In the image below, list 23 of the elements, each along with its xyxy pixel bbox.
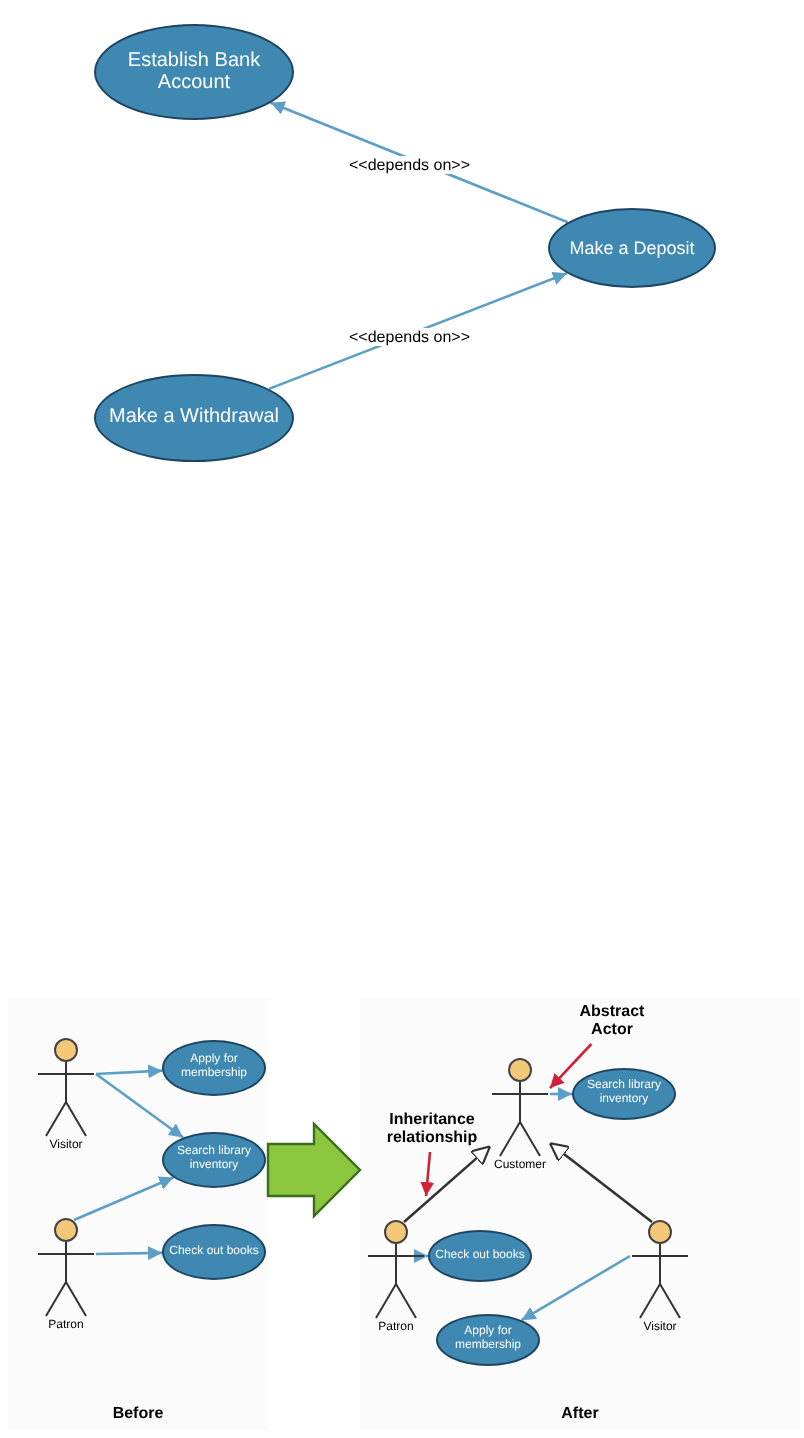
arrow xyxy=(95,1064,163,1079)
arrow xyxy=(95,1072,184,1139)
callout-text: Abstract Actor xyxy=(562,1000,662,1044)
block-arrow xyxy=(266,1121,362,1219)
arrow xyxy=(520,1254,631,1322)
arrow xyxy=(420,1151,435,1197)
arrow xyxy=(549,1043,593,1089)
arrow xyxy=(414,1249,428,1263)
panel-background xyxy=(360,998,800,1430)
arrow xyxy=(73,1176,174,1222)
edge-label: <<depends on>> xyxy=(349,155,471,173)
arrow xyxy=(550,1087,572,1101)
arrow xyxy=(548,1142,653,1224)
panel-caption: After xyxy=(559,1404,601,1422)
callout-text: Inheritance relationship xyxy=(366,1108,498,1152)
edge-label: <<depends on>> xyxy=(349,327,471,345)
panel-background xyxy=(8,998,268,1430)
panel-caption: Before xyxy=(110,1404,166,1422)
use-case-ellipse: Make a Withdrawal xyxy=(94,374,294,462)
arrow xyxy=(95,1246,163,1261)
use-case-ellipse: Make a Deposit xyxy=(548,208,716,288)
use-case-ellipse: Establish Bank Account xyxy=(94,24,294,120)
arrow xyxy=(403,1145,492,1223)
